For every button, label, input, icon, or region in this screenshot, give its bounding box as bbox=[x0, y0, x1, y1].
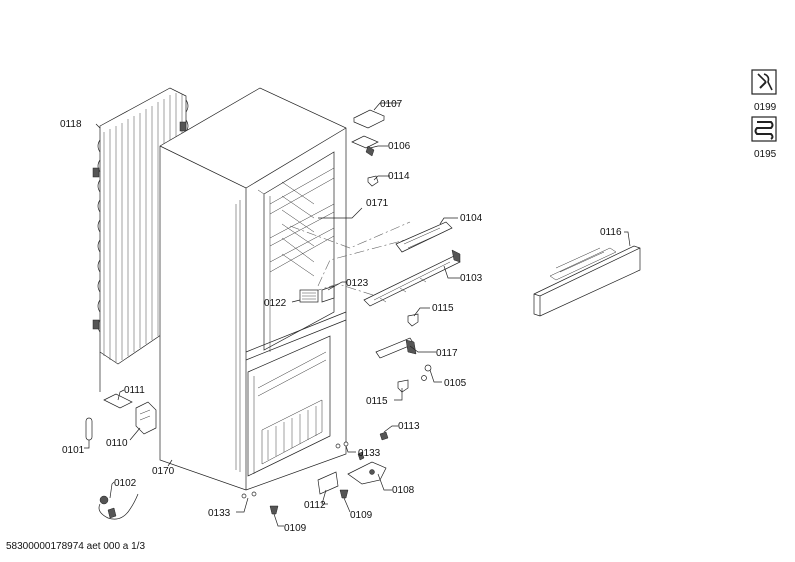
label-0106: 0106 bbox=[388, 141, 411, 152]
label-0116: 0116 bbox=[600, 227, 622, 238]
leader-lines bbox=[84, 102, 631, 527]
label-0105: 0105 bbox=[444, 378, 467, 389]
document-footer: 58300000178974 aet 000 a 1/3 bbox=[6, 541, 146, 552]
label-0133b: 0133 bbox=[208, 508, 231, 519]
label-0115a: 0115 bbox=[432, 303, 454, 314]
part-0110 bbox=[135, 401, 157, 435]
label-0109a: 0109 bbox=[284, 523, 307, 534]
part-0102 bbox=[98, 493, 139, 520]
part-0122 bbox=[299, 289, 319, 303]
label-0122: 0122 bbox=[264, 298, 287, 309]
label-0117: 0117 bbox=[436, 348, 458, 359]
label-0170: 0170 bbox=[152, 466, 175, 477]
cooling-coil-icon bbox=[751, 116, 777, 142]
label-0114: 0114 bbox=[388, 171, 410, 182]
label-0171: 0171 bbox=[366, 198, 389, 209]
label-0109b: 0109 bbox=[350, 510, 373, 521]
part-0112 bbox=[317, 471, 339, 495]
part-0111 bbox=[103, 393, 133, 409]
label-0133a: 0133 bbox=[358, 448, 381, 459]
label-0101: 0101 bbox=[62, 445, 85, 456]
part-0107 bbox=[353, 109, 385, 129]
part-0101 bbox=[85, 417, 93, 441]
part-0133a bbox=[335, 441, 349, 449]
label-0115b: 0115 bbox=[366, 396, 388, 407]
wrench-screwdriver-icon bbox=[751, 69, 777, 95]
part-0123 bbox=[321, 285, 335, 303]
part-0109a bbox=[269, 505, 279, 515]
label-0108: 0108 bbox=[392, 485, 415, 496]
part-0115a bbox=[407, 313, 419, 327]
part-labels: 0107 0106 0114 0171 0104 0103 0123 0122 … bbox=[60, 99, 777, 534]
label-0102: 0102 bbox=[114, 478, 137, 489]
label-0195: 0195 bbox=[754, 149, 777, 160]
label-0110: 0110 bbox=[106, 438, 128, 449]
part-0106 bbox=[351, 135, 379, 157]
part-0108 bbox=[347, 451, 387, 485]
part-0109b bbox=[339, 489, 349, 499]
part-0115b bbox=[397, 379, 409, 393]
part-0116 bbox=[533, 245, 641, 317]
label-0199: 0199 bbox=[754, 102, 777, 113]
label-0103: 0103 bbox=[460, 273, 483, 284]
label-0123: 0123 bbox=[346, 278, 369, 289]
part-0105 bbox=[421, 364, 432, 381]
label-0118: 0118 bbox=[60, 119, 82, 130]
label-0111: 0111 bbox=[124, 385, 145, 396]
part-0104 bbox=[395, 221, 453, 253]
label-0104: 0104 bbox=[460, 213, 483, 224]
part-0117 bbox=[375, 337, 417, 359]
part-0103 bbox=[363, 249, 461, 307]
part-0113 bbox=[379, 431, 389, 441]
part-0133b bbox=[241, 491, 257, 499]
refrigerator-cabinet bbox=[159, 87, 347, 491]
label-0107: 0107 bbox=[380, 99, 403, 110]
label-0112: 0112 bbox=[304, 500, 326, 511]
label-0113: 0113 bbox=[398, 421, 420, 432]
